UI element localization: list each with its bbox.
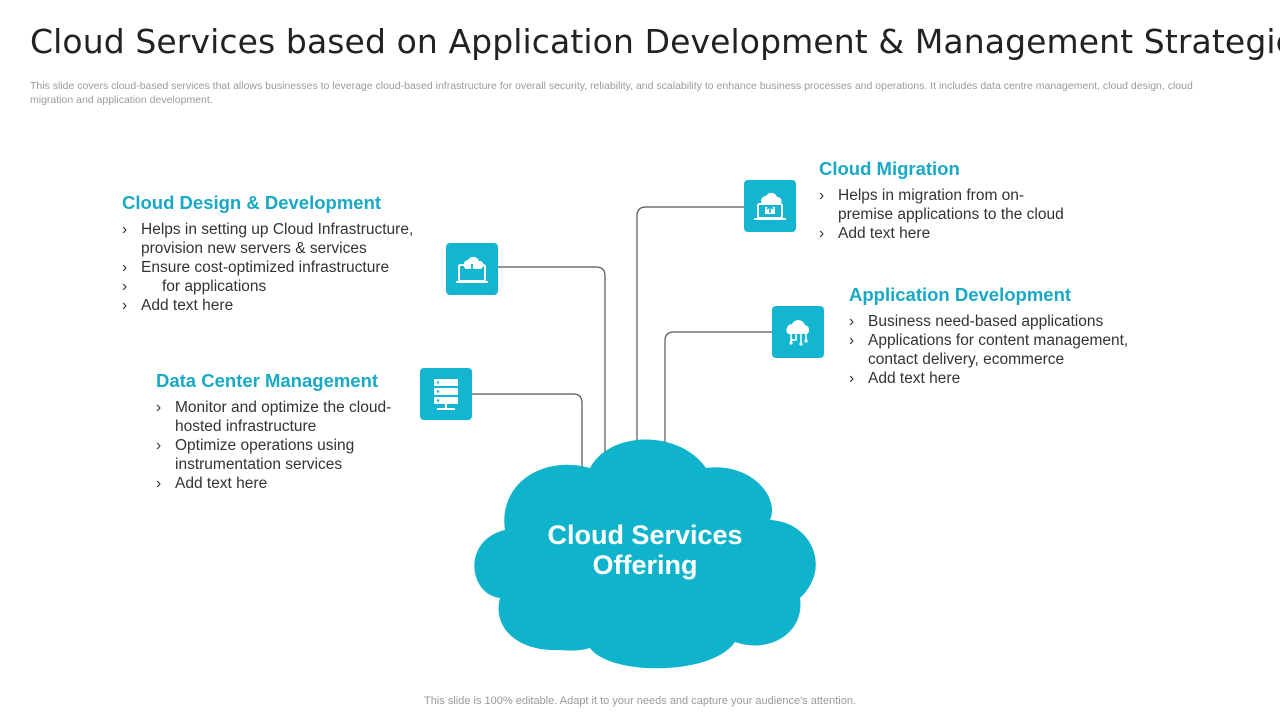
connector-cloud-design: [497, 266, 606, 470]
cloud-upload-laptop-icon: [754, 192, 786, 220]
app-development-block: Application Development Business need-ba…: [849, 284, 1128, 388]
central-cloud-label-line2: Offering: [592, 550, 698, 580]
list-item: Monitor and optimize the cloud-: [156, 398, 391, 417]
cloud-migration-title: Cloud Migration: [819, 158, 960, 179]
list-item: Add text here: [849, 369, 1128, 388]
data-center-icon-box: [420, 368, 472, 420]
slide-title: Cloud Services based on Application Deve…: [30, 22, 1280, 61]
list-item: instrumentation services: [175, 456, 343, 473]
cloud-network-icon: [786, 320, 810, 346]
list-item: for applications: [122, 277, 413, 296]
data-center-block: Data Center Management Monitor and optim…: [156, 370, 391, 493]
connector-data-center: [471, 393, 583, 480]
connector-cloud-migration: [636, 206, 744, 448]
list-item: contact delivery, ecommerce: [868, 351, 1065, 368]
list-item: Optimize operations using: [156, 436, 391, 455]
data-center-title: Data Center Management: [156, 370, 379, 391]
cloud-design-title: Cloud Design & Development: [122, 192, 382, 213]
list-item: Helps in setting up Cloud Infrastructure…: [122, 220, 413, 239]
app-development-title: Application Development: [849, 284, 1072, 305]
cloud-download-laptop-icon: [456, 256, 488, 283]
slide-footer: This slide is 100% editable. Adapt it to…: [424, 695, 856, 707]
list-item: Add text here: [819, 224, 1064, 243]
app-development-list: Business need-based applications Applica…: [849, 312, 1128, 388]
central-cloud-label-line1: Cloud Services: [547, 520, 743, 550]
app-development-icon-box: [772, 306, 824, 358]
list-item: hosted infrastructure: [175, 418, 317, 435]
list-item: Business need-based applications: [849, 312, 1128, 331]
cloud-migration-block: Cloud Migration Helps in migration from …: [819, 158, 1064, 243]
cloud-migration-list: Helps in migration from on- premise appl…: [819, 186, 1064, 243]
server-rack-icon: [434, 379, 458, 410]
list-item: premise applications to the cloud: [838, 206, 1064, 223]
list-item: provision new servers & services: [141, 240, 367, 257]
list-item: Ensure cost-optimized infrastructure: [122, 258, 413, 277]
cloud-design-block: Cloud Design & Development Helps in sett…: [122, 192, 413, 315]
slide-subtitle: This slide covers cloud-based services t…: [30, 80, 1193, 106]
cloud-migration-icon-box: [744, 180, 796, 232]
list-item: Applications for content management,: [849, 331, 1128, 350]
list-item: Add text here: [156, 474, 391, 493]
central-cloud-shape: [474, 439, 816, 669]
cloud-design-icon-box: [446, 243, 498, 295]
central-cloud-label: Cloud Services Offering: [500, 520, 790, 580]
list-item: Helps in migration from on-: [819, 186, 1064, 205]
cloud-design-list: Helps in setting up Cloud Infrastructure…: [122, 220, 413, 315]
list-item: Add text here: [122, 296, 413, 315]
data-center-list: Monitor and optimize the cloud- hosted i…: [156, 398, 391, 493]
connector-app-development: [664, 331, 772, 448]
